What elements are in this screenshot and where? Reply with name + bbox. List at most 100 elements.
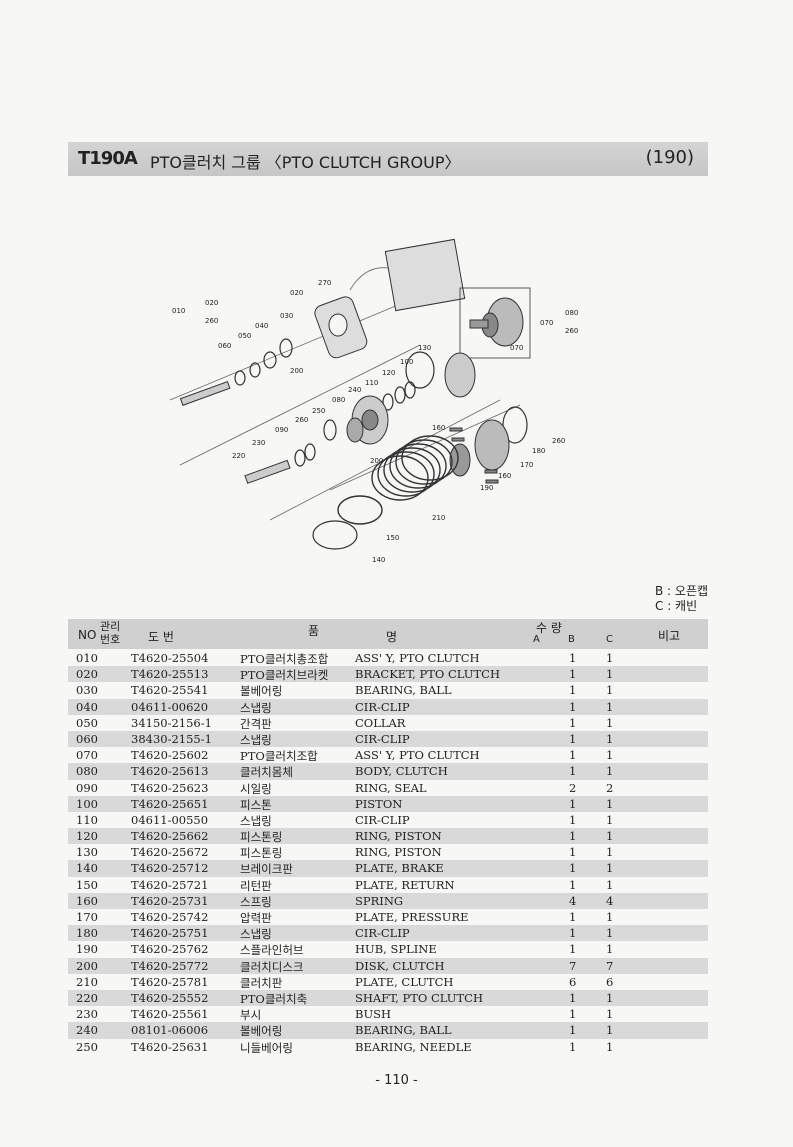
cell-b: 1: [569, 796, 577, 811]
cell-b: 7: [569, 958, 577, 973]
svg-text:200: 200: [290, 367, 303, 375]
cell-en: BEARING, BALL: [355, 1023, 452, 1038]
cell-en: BODY, CLUTCH: [355, 764, 448, 779]
cell-en: DISK, CLUTCH: [355, 958, 445, 973]
cell-en: ASS' Y, PTO CLUTCH: [355, 748, 480, 763]
cell-b: 1: [569, 926, 577, 941]
cell-b: 1: [569, 910, 577, 924]
cell-kr: 볼베어링: [240, 684, 283, 699]
cell-part: T4620-25742: [131, 910, 209, 924]
cell-kr: 스냅링: [240, 700, 272, 715]
cell-b: 1: [569, 731, 577, 746]
cell-part: 08101-06006: [131, 1023, 209, 1038]
cell-part: T4620-25504: [131, 651, 209, 665]
cell-part: T4620-25651: [131, 796, 209, 811]
cell-kr: 클러치디스크: [240, 959, 304, 974]
cell-no: 150: [76, 877, 98, 892]
cell-b: 1: [569, 845, 577, 860]
cell-en: SPRING: [355, 893, 404, 908]
header-drawing: 도 번: [148, 630, 174, 644]
cell-kr: 피스톤링: [240, 846, 283, 861]
cell-c: 1: [606, 926, 614, 941]
cell-c: 1: [606, 699, 614, 714]
cell-kr: 간격판: [240, 716, 272, 731]
cell-c: 1: [606, 796, 614, 811]
cell-kr: 볼베어링: [240, 1024, 283, 1039]
cell-kr: 클러치판: [240, 975, 283, 990]
cell-kr: 클러치몸체: [240, 765, 293, 780]
svg-text:070: 070: [540, 319, 553, 327]
cell-part: T4620-25602: [131, 748, 209, 763]
cell-c: 1: [606, 845, 614, 860]
cell-en: BEARING, NEEDLE: [355, 1039, 472, 1054]
cell-en: PLATE, PRESSURE: [355, 910, 469, 924]
cell-c: 1: [606, 667, 614, 682]
cell-b: 1: [569, 1023, 577, 1038]
cell-no: 130: [76, 845, 98, 860]
cell-no: 200: [76, 958, 98, 973]
svg-text:220: 220: [232, 452, 245, 460]
cell-c: 1: [606, 1023, 614, 1038]
svg-text:260: 260: [295, 416, 308, 424]
cell-kr: 니들베어링: [240, 1040, 293, 1055]
cell-b: 1: [569, 942, 577, 957]
model-code: T190A: [78, 148, 138, 169]
cell-en: RING, SEAL: [355, 780, 427, 795]
cell-part: T4620-25552: [131, 990, 209, 1005]
header-name: 명: [386, 630, 398, 644]
cell-kr: 스프링: [240, 894, 272, 909]
cell-part: 38430-2155-1: [131, 731, 212, 746]
cell-c: 1: [606, 942, 614, 957]
legend-c: C : 캐빈: [655, 599, 698, 613]
cell-part: T4620-25751: [131, 926, 209, 941]
cell-kr: 스냅링: [240, 732, 272, 747]
cell-no: 080: [76, 764, 98, 779]
cell-no: 070: [76, 748, 98, 763]
cell-b: 1: [569, 715, 577, 730]
svg-text:010: 010: [172, 307, 185, 315]
header-mgmt-no: 관리 번호: [100, 620, 121, 646]
page-number: - 110 -: [375, 1073, 418, 1088]
cell-no: 180: [76, 926, 98, 941]
cell-en: CIR-CLIP: [355, 731, 410, 746]
cell-b: 1: [569, 651, 577, 665]
header-item: 품: [308, 624, 320, 638]
svg-text:180: 180: [532, 447, 545, 455]
header-a: A: [533, 634, 540, 645]
svg-text:240: 240: [348, 386, 361, 394]
cell-c: 1: [606, 651, 614, 665]
cell-c: 1: [606, 829, 614, 844]
cell-part: T4620-25631: [131, 1039, 209, 1054]
cell-kr: 브레이크판: [240, 862, 293, 877]
cell-en: RING, PISTON: [355, 829, 442, 844]
cell-part: 04611-00620: [131, 699, 209, 714]
cell-no: 030: [76, 683, 98, 698]
cell-no: 010: [76, 651, 98, 665]
cell-kr: 압력판: [240, 911, 272, 925]
cell-part: T4620-25672: [131, 845, 209, 860]
cell-no: 190: [76, 942, 98, 957]
cell-en: BRACKET, PTO CLUTCH: [355, 667, 500, 682]
svg-text:200: 200: [370, 457, 383, 465]
cell-b: 1: [569, 990, 577, 1005]
cell-no: 160: [76, 893, 98, 908]
cell-kr: 스냅링: [240, 813, 272, 828]
cell-no: 230: [76, 1007, 98, 1022]
svg-text:030: 030: [280, 312, 293, 320]
cell-no: 110: [76, 812, 98, 827]
svg-text:150: 150: [386, 534, 399, 542]
cell-kr: 부시: [240, 1008, 262, 1023]
